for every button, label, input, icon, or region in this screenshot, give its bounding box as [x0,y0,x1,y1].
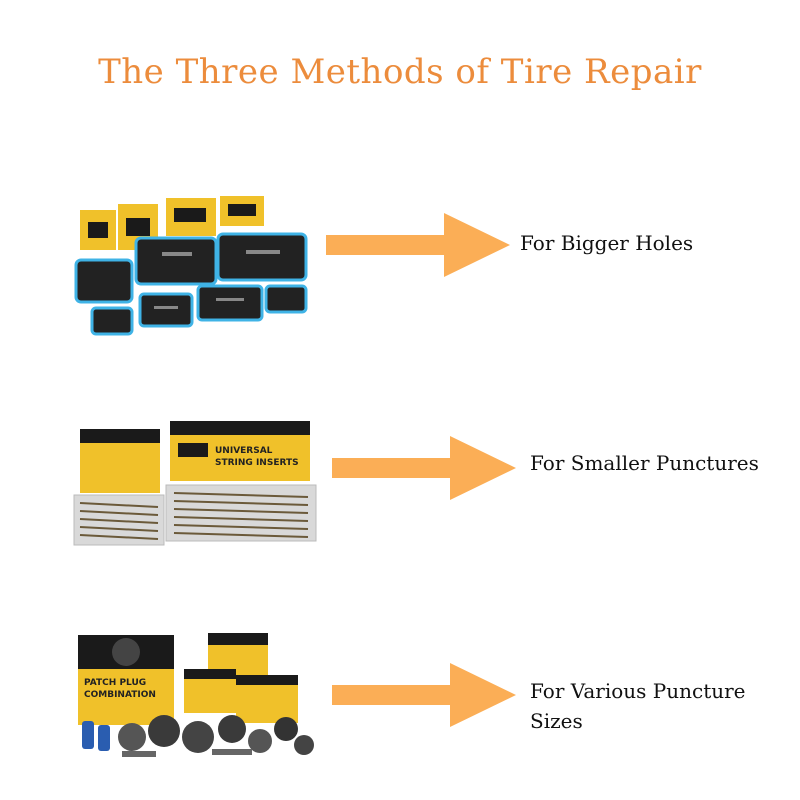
method-label: For Smaller Punctures [530,451,759,475]
string-box: UNIVERSAL STRING INSERTS [80,421,310,493]
string-trays [73,484,317,546]
method-label: For Bigger Holes [520,231,694,255]
arrow-icon [326,213,510,277]
string-box-brand: UNIVERSAL [215,446,273,456]
plug-box-brand: PATCH PLUG [84,678,146,688]
page-title: The Three Methods of Tire Repair [98,52,702,92]
string-inserts-kit-icon: UNIVERSAL STRING INSERTS [73,421,317,546]
arrow-icon [332,436,516,500]
method-row-patches: For Bigger Holes [0,190,800,340]
plug-box: PATCH PLUG COMBINATION [78,633,298,725]
string-box-brand-2: STRING INSERTS [215,458,299,468]
method-row-patch-plug: PATCH PLUG COMBINATION For Various Punct… [0,625,800,775]
patch-box [80,196,264,250]
patch-kit-icon [74,196,308,336]
method-row-string-inserts: UNIVERSAL STRING INSERTS For Smaller [0,410,800,560]
plug-box-brand-2: COMBINATION [84,690,156,700]
patch-plug-kit-icon: PATCH PLUG COMBINATION [78,633,314,757]
patch-group [74,232,308,336]
plug-parts [82,715,314,757]
method-label: For Various Puncture Sizes [530,679,746,733]
arrow-icon [332,663,516,727]
